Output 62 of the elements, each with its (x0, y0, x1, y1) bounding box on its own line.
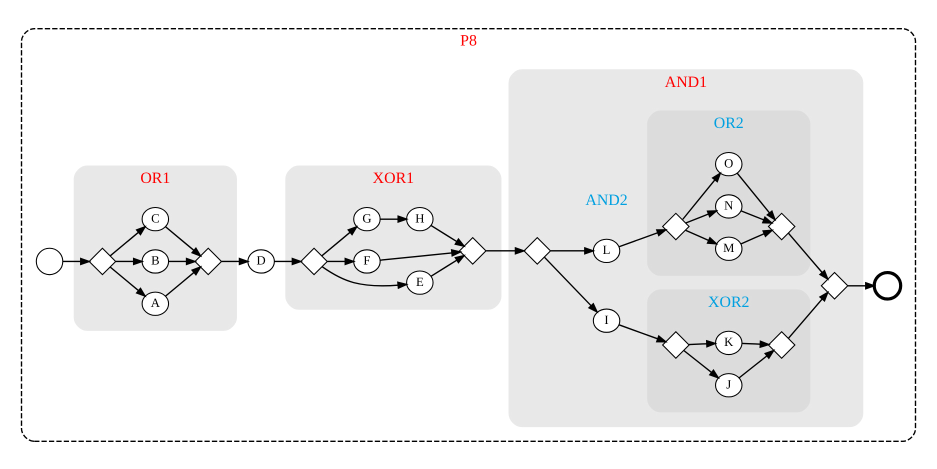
arrow (62, 257, 92, 265)
node-diamond (662, 330, 690, 358)
arrow (380, 214, 409, 223)
node-ellipse: G (353, 206, 381, 231)
node-circle (872, 270, 902, 300)
node-diamond (194, 246, 222, 275)
arrow (430, 254, 466, 276)
node-ellipse: C (142, 206, 170, 231)
arrow (110, 224, 147, 256)
arrow (740, 228, 774, 244)
arrow (274, 257, 303, 265)
node-diamond (458, 236, 487, 264)
arrow (222, 257, 250, 265)
arrow (486, 246, 526, 254)
arrow (544, 256, 598, 313)
arrow (380, 248, 462, 260)
arrow (688, 339, 718, 348)
arrow (430, 224, 466, 247)
node-ellipse: K (715, 330, 743, 355)
node-diamond (523, 236, 552, 264)
arrow (686, 210, 718, 224)
arrow (685, 229, 718, 244)
node-ellipse: D (247, 248, 275, 274)
node-diamond (88, 246, 116, 275)
arrow (618, 324, 668, 342)
arrow (682, 171, 722, 220)
node-ellipse: F (353, 248, 381, 274)
arrow (788, 232, 830, 280)
arrow (736, 172, 776, 221)
arrow (322, 266, 409, 289)
arrow (788, 290, 830, 338)
node-ellipse: E (406, 270, 434, 294)
node-ellipse: M (715, 236, 743, 260)
arrow (168, 257, 198, 265)
label: AND2 (585, 191, 628, 208)
arrow (738, 348, 776, 378)
arrow (550, 246, 596, 254)
node-ellipse: L (592, 238, 620, 263)
arrow (684, 350, 720, 379)
arrow (327, 257, 356, 265)
node-ellipse: A (142, 291, 170, 316)
node-diamond (768, 212, 796, 240)
node-diamond (820, 271, 849, 300)
arrow (321, 224, 358, 256)
arrow (110, 266, 147, 297)
node-ellipse: J (715, 372, 743, 397)
arrow (116, 257, 144, 265)
node-circle (36, 247, 64, 275)
arrow (848, 281, 876, 290)
arrow (618, 228, 668, 247)
arrow (165, 265, 202, 296)
node-ellipse: I (592, 308, 620, 332)
node-diamond (768, 330, 796, 358)
node-ellipse: B (142, 248, 170, 274)
node-ellipse: N (715, 194, 743, 218)
node-diamond (300, 246, 328, 275)
arrow (742, 340, 771, 348)
node-diamond (662, 212, 690, 240)
node-ellipse: O (715, 151, 743, 176)
arrow (740, 210, 774, 224)
arrow (165, 226, 202, 257)
node-ellipse: H (406, 206, 434, 231)
